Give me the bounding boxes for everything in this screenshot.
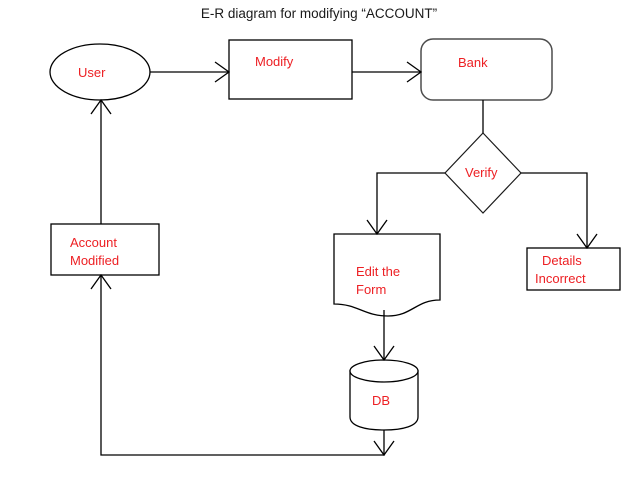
node-verify-shape[interactable] bbox=[444, 132, 522, 214]
arrowhead-edit-form-to-db bbox=[373, 345, 395, 362]
node-details-incorrect-shape[interactable] bbox=[526, 247, 621, 291]
arrowhead-verify-to-edit-form bbox=[366, 219, 388, 236]
edge-verify-to-edit-form bbox=[376, 172, 445, 234]
arrowhead-db-to-account-modified bbox=[90, 273, 112, 290]
arrowhead-db-down bbox=[373, 440, 395, 457]
arrowhead-user-to-modify bbox=[214, 61, 231, 83]
node-user-shape[interactable] bbox=[49, 43, 151, 101]
edge-verify-to-details-incorrect bbox=[521, 172, 588, 248]
edge-db-to-account-modified bbox=[100, 275, 385, 456]
node-bank-shape[interactable] bbox=[420, 38, 553, 101]
page-title: E-R diagram for modifying “ACCOUNT” bbox=[200, 6, 438, 21]
node-edit-form-shape[interactable] bbox=[333, 233, 441, 317]
arrowhead-modify-to-bank bbox=[406, 61, 423, 83]
node-account-modified-shape[interactable] bbox=[50, 223, 160, 276]
node-db-top-ellipse bbox=[349, 359, 419, 383]
arrowhead-verify-to-details-incorrect bbox=[576, 233, 598, 250]
arrowhead-account-modified-to-user bbox=[90, 98, 112, 115]
node-modify-shape[interactable] bbox=[228, 39, 353, 100]
